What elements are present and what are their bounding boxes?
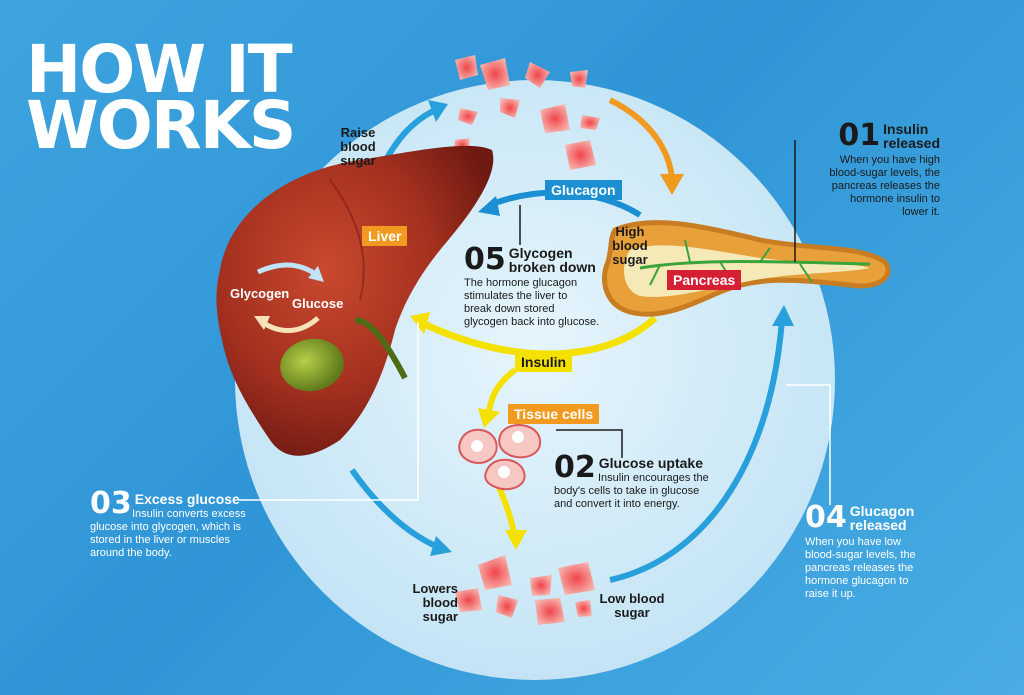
high-blood-sugar-label: High blood sugar — [612, 224, 648, 267]
step-02-title: Glucose uptake — [598, 455, 704, 471]
tissue-cells — [458, 424, 542, 491]
glycogen-label: Glycogen — [230, 286, 290, 301]
step-01-title: Insulin released — [883, 121, 940, 151]
step-05: 05 Glycogen broken down The hormone gluc… — [464, 242, 644, 329]
step-02-number: 02 — [554, 450, 596, 485]
step-04-body: When you have low blood-sugar levels, th… — [805, 536, 916, 600]
step-02: 02 Glucose uptake Insulin encourages the… — [554, 450, 754, 511]
pancreas-label: Pancreas — [667, 270, 742, 290]
step-05-number: 05 — [464, 242, 506, 277]
arrow-high-blood-sugar — [608, 97, 675, 181]
tissue-cells-label: Tissue cells — [508, 404, 600, 424]
liver-organ — [216, 145, 494, 456]
glucagon-label: Glucagon — [545, 180, 622, 200]
step-01-body: When you have high blood-sugar levels, t… — [829, 154, 940, 218]
callout-line-02 — [556, 429, 623, 458]
blood-cells-bottom — [455, 555, 595, 625]
lowers-blood-sugar-label: Lowers blood sugar — [412, 581, 458, 624]
step-05-title: Glycogen broken down — [508, 245, 596, 275]
step-03: 03 Excess glucose Insulin converts exces… — [90, 486, 290, 560]
step-01: 01 Insulin released When you have high b… — [800, 118, 940, 219]
raise-blood-sugar-label: Raise blood sugar — [340, 125, 376, 168]
step-04-number: 04 — [805, 500, 847, 535]
insulin-label: Insulin — [515, 352, 573, 372]
title-line-2: WORKS — [26, 87, 296, 164]
step-04: 04 Glucagon released When you have low b… — [805, 500, 965, 601]
callout-line-04 — [786, 384, 831, 505]
step-02-body-cont: body's cells to take in glucose and conv… — [554, 485, 700, 510]
step-01-number: 01 — [838, 118, 881, 153]
callout-line-03 — [238, 322, 419, 501]
arrow-lowers-blood-sugar — [349, 468, 442, 551]
gallbladder — [280, 338, 344, 392]
step-05-body: The hormone glucagon stimulates the live… — [464, 277, 600, 328]
step-02-body: Insulin encourages the — [598, 472, 709, 484]
arrow-low-blood-sugar — [609, 319, 785, 583]
liver-label: Liver — [362, 226, 408, 246]
step-03-body: Insulin converts excess — [132, 508, 246, 520]
low-blood-sugar-label: Low blood sugar — [599, 591, 665, 620]
step-03-title: Excess glucose — [134, 491, 240, 507]
step-03-body-cont: glucose into glycogen, which is stored i… — [90, 521, 242, 559]
glucose-label: Glucose — [292, 296, 344, 311]
step-04-title: Glucagon released — [849, 503, 915, 533]
step-03-number: 03 — [90, 486, 132, 521]
title-line-1: HOW IT — [26, 31, 293, 108]
